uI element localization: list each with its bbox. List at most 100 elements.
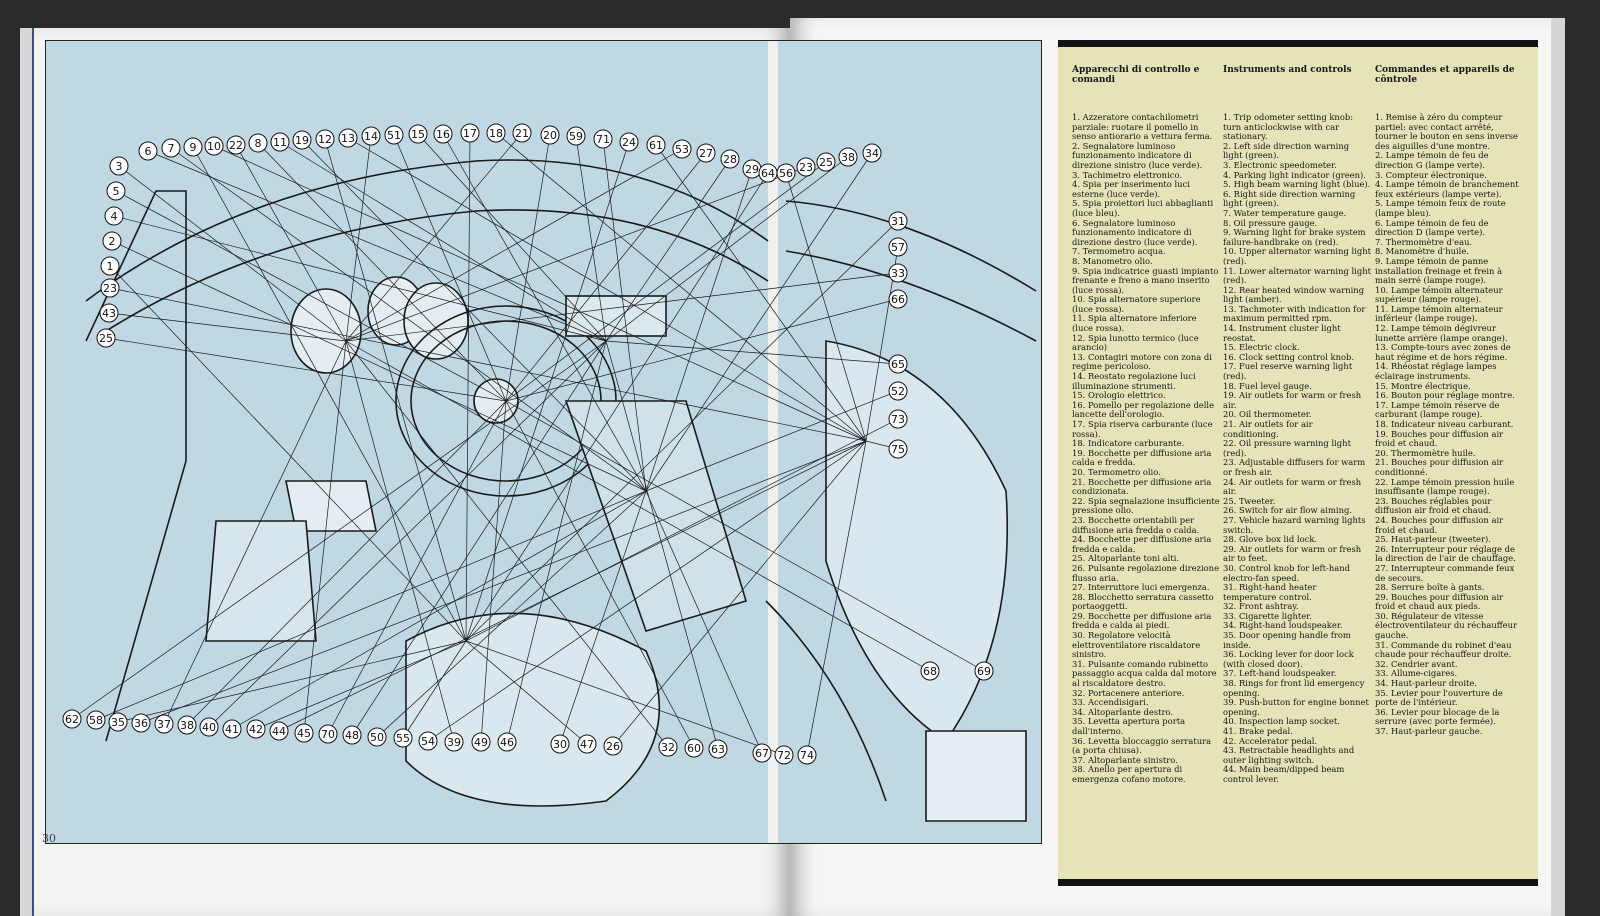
callout-number: 23	[799, 161, 813, 174]
callout-circle	[540, 125, 560, 145]
leader-line	[559, 490, 647, 745]
callout-number: 32	[661, 741, 675, 754]
legend-item: 11. Spia alternatore inferiore (luce ros…	[1072, 313, 1197, 334]
legend-item: 4. Spia per inserimento luci esterne (lu…	[1072, 179, 1190, 199]
callout-circle	[177, 715, 197, 735]
callout-circle	[246, 719, 266, 739]
callout-marker: 40	[199, 717, 219, 737]
callout-circle	[108, 712, 128, 732]
leader-line	[345, 340, 455, 743]
callout-number: 27	[699, 147, 713, 160]
callout-circle	[776, 163, 796, 183]
callout-number: 56	[779, 167, 793, 180]
leader-line	[111, 240, 647, 492]
callout-number: 69	[977, 665, 991, 678]
callout-marker: 65	[888, 354, 908, 374]
callout-marker: 47	[577, 734, 597, 754]
callout-marker: 57	[888, 237, 908, 257]
legend-item: 30. Control knob for left-hand electro-f…	[1223, 562, 1350, 583]
legend-item: 18. Indicatore carburante.	[1072, 438, 1185, 449]
leader-line	[505, 400, 695, 749]
callout-marker: 8	[248, 133, 268, 153]
legend-item: 21. Bocchette per diffusione aria condiz…	[1072, 476, 1212, 497]
callout-number: 15	[411, 128, 425, 141]
legend-item: 40. Inspection lamp socket.	[1223, 716, 1340, 727]
callout-circle	[838, 147, 858, 167]
leader-line	[427, 440, 867, 742]
leader-line	[109, 287, 867, 442]
legend-item: 18. Indicateur niveau carburant.	[1375, 419, 1514, 429]
callout-marker: 12	[315, 129, 335, 149]
legend-item: 9. Spia indicatrice guasti impianto fren…	[1072, 265, 1219, 295]
callout-marker: 26	[603, 736, 623, 756]
callout-circle	[566, 126, 586, 146]
callout-marker: 4	[104, 206, 124, 226]
callout-circle	[888, 409, 908, 429]
callout-marker: 7	[161, 138, 181, 158]
callout-marker: 6	[138, 141, 158, 161]
callout-marker: 11	[270, 132, 290, 152]
callout-marker: 52	[888, 381, 908, 401]
callout-marker: 9	[183, 137, 203, 157]
legend-item: 28. Blocchetto serratura cassetto portao…	[1072, 591, 1214, 612]
callout-circle	[204, 136, 224, 156]
callout-marker: 37	[154, 714, 174, 734]
callout-number: 52	[891, 385, 905, 398]
legend-panel: Apparecchi di controllo e comandi 1. Azz…	[1058, 40, 1538, 886]
callout-marker: 25	[96, 328, 116, 348]
callout-circle	[338, 128, 358, 148]
callout-number: 68	[923, 665, 937, 678]
callout-marker: 72	[774, 745, 794, 765]
callout-number: 2	[109, 235, 116, 248]
callout-number: 35	[111, 716, 125, 729]
legend-item: 24. Bouches pour diffusion air froid et …	[1375, 514, 1504, 535]
leader-line	[345, 135, 372, 342]
legend-item: 18. Fuel level gauge.	[1223, 380, 1312, 391]
legend-item: 24. Bocchette per diffusione aria fredda…	[1072, 534, 1212, 554]
leader-line	[575, 135, 607, 342]
legend-item: 3. Electronic speedometer.	[1223, 159, 1337, 170]
legend-item: 15. Electric clock.	[1223, 342, 1300, 353]
callout-number: 25	[99, 332, 113, 345]
callout-number: 34	[865, 147, 879, 160]
callout-circle	[199, 717, 219, 737]
callout-circle	[619, 132, 639, 152]
callout-marker: 46	[497, 732, 517, 752]
legend-item: 23. Adjustable diffusers for warm or fre…	[1223, 457, 1366, 477]
callout-marker: 61	[646, 135, 666, 155]
callout-number: 36	[134, 717, 148, 730]
leader-line	[278, 440, 867, 732]
page-number-left: 30	[42, 832, 56, 845]
legend-item: 37. Left-hand loudspeaker.	[1223, 668, 1337, 679]
callout-circle	[222, 719, 242, 739]
callout-number: 58	[89, 714, 103, 727]
callout-number: 38	[841, 151, 855, 164]
callout-marker: 32	[658, 737, 678, 757]
callout-marker: 5	[106, 181, 126, 201]
legend-item: 5. High beam warning light (blue).	[1223, 179, 1371, 190]
legend-item: 14. Reostato regolazione luci illuminazi…	[1072, 371, 1196, 391]
legend-item: 20. Thermomètre huile.	[1375, 447, 1476, 458]
legend-item: 27. Vehicle hazard warning lights switch…	[1223, 514, 1366, 535]
callout-circle	[183, 137, 203, 157]
legend-item: 2. Lampe témoin de feu de direction G (l…	[1375, 150, 1489, 170]
callout-number: 21	[515, 127, 529, 140]
legend-item: 7. Water temperature gauge.	[1223, 207, 1347, 218]
legend-item: 44. Main beam/dipped beam control lever.	[1223, 764, 1345, 784]
callout-circle	[796, 157, 816, 177]
leader-line	[495, 132, 867, 442]
callout-marker: 28	[720, 149, 740, 169]
legend-item: 16. Clock setting control knob.	[1223, 351, 1355, 362]
callout-number: 24	[622, 136, 636, 149]
callout-number: 11	[273, 136, 287, 149]
callout-marker: 59	[566, 126, 586, 146]
legend-item: 38. Anello per apertura di emergenza cof…	[1072, 764, 1186, 784]
callout-marker: 71	[593, 129, 613, 149]
callout-number: 39	[447, 736, 461, 749]
legend-item: 31. Commande du robinet d'eau chaude pou…	[1375, 639, 1512, 660]
callout-marker: 29	[742, 159, 762, 179]
callout-circle	[292, 130, 312, 150]
legend-item: 32. Portacenere anteriore.	[1072, 687, 1185, 698]
legend-items-french: 1. Remise à zéro du compteur partiel: av…	[1375, 112, 1523, 737]
leader-line	[645, 390, 899, 492]
